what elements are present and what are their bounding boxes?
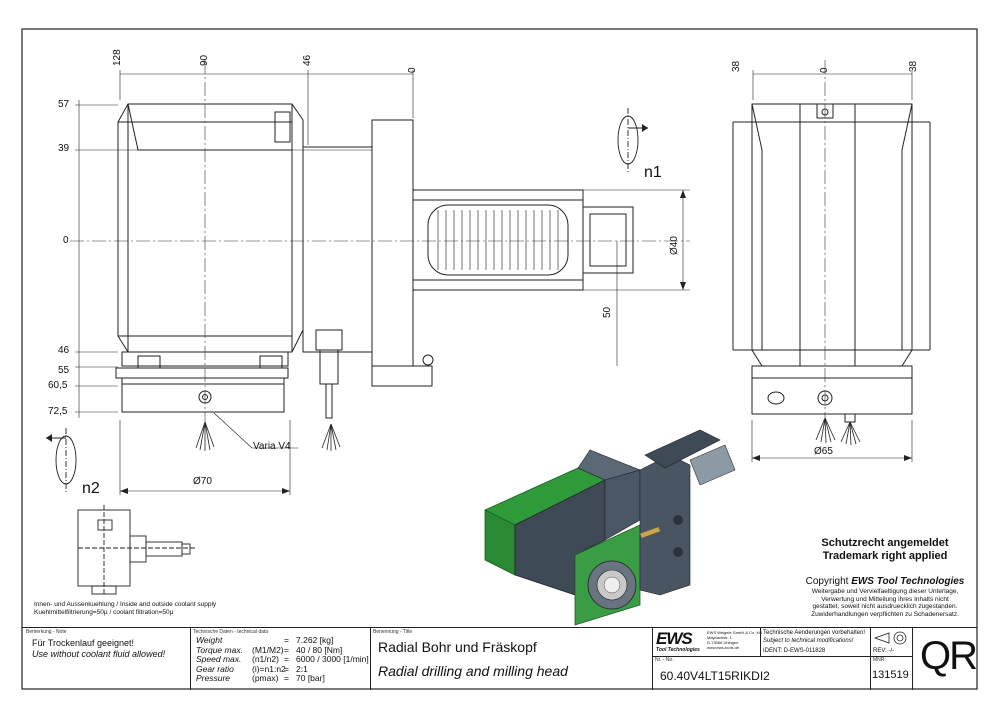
drawing-frame — [21, 28, 978, 690]
title-de: Radial Bohr und Fräskopf — [378, 639, 537, 655]
legal-de: Schutzrecht angemeldet — [821, 537, 949, 549]
tech-eq: = — [284, 635, 289, 645]
copyright-prefix: Copyright — [805, 576, 852, 587]
address-line: Maybachstr. 1 — [707, 635, 732, 640]
address-line: D-73066 Uhingen — [707, 640, 739, 645]
tech-param: (n1/n2) — [252, 654, 279, 665]
dim-right-38a: 38 — [731, 60, 742, 72]
label-n1: n1 — [644, 164, 662, 181]
dim-diameter-40: Ø40 — [669, 236, 680, 255]
title-en: Radial drilling and milling head — [378, 663, 568, 679]
dim-right-0: 0 — [819, 67, 830, 73]
tech-value: 6000 / 3000 [1/min] — [296, 654, 369, 665]
title-header: Benennung - Title — [373, 629, 413, 635]
ews-logo: EWS — [656, 629, 693, 648]
tech-row: Gear ratio (i)=n1:n2= 2:1 — [196, 663, 368, 675]
dim-diameter-70: Ø70 — [193, 476, 212, 487]
dim-left-72-5: 72,5 — [48, 406, 68, 417]
dimension-arrows — [120, 190, 912, 494]
tech-value: 2:1 — [296, 663, 308, 674]
dim-right-38b: 38 — [908, 60, 919, 72]
label-varia-v4: Varia V4 — [253, 441, 291, 452]
company-address: EWS Weigele GmbH & Co. KG Maybachstr. 1 … — [707, 630, 762, 650]
revision: REV: -/- — [873, 648, 895, 654]
tech-param: (i)=n1:n2 — [252, 663, 286, 674]
mnr-header: MNR: — [873, 657, 886, 663]
tech-label: Gear ratio — [196, 663, 234, 674]
projection-symbol — [873, 631, 907, 645]
dim-left-55: 55 — [58, 365, 70, 376]
coolant-note-2: Kuehlmittelfiltrierung=50µ / coolant fil… — [34, 609, 174, 616]
tech-data-table: Weight=7.262 [kg]Torque max.(M1/M2)=40 /… — [196, 635, 369, 684]
tech-label: Torque max. — [196, 644, 243, 655]
change-notice-de: Technische Aenderungen vorbehalten! — [763, 630, 866, 636]
tech-eq: = — [284, 644, 289, 655]
legal-en: Trademark right applied — [822, 550, 948, 562]
mnr-value: 131519 — [872, 669, 909, 681]
legal-notice: Weitergabe und Vervielfaeltigung dieser … — [780, 588, 990, 618]
tech-row: Torque max. (M1/M2)= 40 / 80 [Nm] — [196, 644, 368, 656]
copyright-brand: EWS Tool Technologies — [851, 576, 965, 587]
dim-top-0: 0 — [407, 67, 418, 73]
tech-value: 70 [bar] — [296, 673, 325, 684]
coolant-spray — [195, 421, 341, 451]
tech-label: Pressure — [196, 673, 231, 684]
address-line: www.ews-tools.de — [707, 645, 740, 650]
ident: IDENT: D-EWS-011828 — [763, 648, 826, 654]
dimension-lines — [75, 70, 913, 495]
dim-diameter-65: Ø65 — [814, 446, 833, 457]
dim-left-57: 57 — [58, 99, 70, 110]
dim-top-90: 90 — [199, 54, 210, 66]
rotation-symbol-n1 — [617, 108, 648, 172]
dim-top-46: 46 — [302, 54, 313, 66]
address-line: EWS Weigele GmbH & Co. KG — [707, 630, 763, 635]
number-header: Nr. - No. — [655, 657, 674, 663]
tech-row: Pressure (pmax) = 70 [bar] — [196, 674, 368, 684]
change-notice-en: Subject to technical modifications! — [763, 638, 854, 644]
ews-logo-sub: Tool Technologies — [656, 647, 700, 653]
tech-value: 7.262 [kg] — [296, 635, 334, 645]
notice-line: Zuwiderhandlungen verpflichten zu Schade… — [811, 610, 959, 618]
isometric-render — [484, 429, 736, 626]
side-view — [732, 103, 931, 423]
label-n2: n2 — [82, 480, 100, 497]
notice-line: gestattet, soweit nicht ausdruecklich zu… — [812, 603, 958, 610]
notice-line: Weitergabe und Vervielfaeltigung dieser … — [811, 588, 959, 595]
copyright: Copyright EWS Tool Technologies — [780, 576, 990, 587]
dim-left-39: 39 — [58, 143, 70, 154]
qr-label: QR — [920, 634, 978, 678]
dim-left-0: 0 — [63, 235, 69, 246]
tech-eq: = — [284, 654, 289, 665]
dim-50: 50 — [602, 306, 613, 318]
remark-de: Für Trockenlauf geeignet! — [32, 638, 135, 648]
remark-en: Use without coolant fluid allowed! — [32, 649, 166, 659]
tech-eq: = — [284, 673, 289, 684]
dim-left-46: 46 — [58, 345, 70, 356]
title-block: Bemerkung - Note Für Trockenlauf geeigne… — [22, 627, 978, 690]
spindle-ribs — [437, 210, 559, 270]
tech-param: (pmax) — [252, 673, 279, 684]
dim-left-60-5: 60,5 — [48, 380, 68, 391]
coolant-note-1: Innen- und Aussenkuehlung / Inside and o… — [34, 601, 217, 608]
coolant-schematic — [77, 505, 195, 595]
front-view — [115, 103, 634, 419]
tech-header: Technische Daten - technical data — [193, 629, 269, 635]
tech-value: 40 / 80 [Nm] — [296, 644, 343, 655]
tech-row: Weight = 7.262 [kg] — [196, 635, 368, 646]
dim-top-128: 128 — [112, 49, 123, 66]
tech-label: Speed max. — [196, 654, 242, 665]
part-number: 60.40V4LT15RIKDI2 — [660, 669, 770, 683]
legal-block: Schutzrecht angemeldet Trademark right a… — [790, 537, 980, 563]
tech-param: (M1/M2) — [252, 644, 284, 655]
tech-label: Weight — [196, 635, 223, 645]
remark-header: Bemerkung - Note — [26, 629, 67, 635]
tech-eq: = — [284, 663, 289, 674]
notice-line: Verwertung und Mitteilung ihres Inhalts … — [821, 595, 949, 603]
tech-row: Speed max. (n1/n2) = 6000 / 3000 [1/min] — [196, 654, 369, 665]
